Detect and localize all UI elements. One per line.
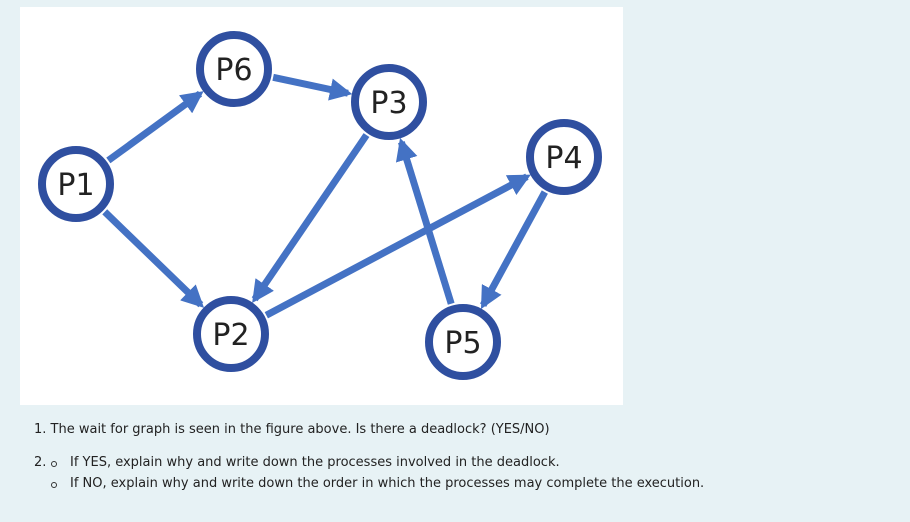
node-circle (425, 304, 501, 380)
node-p1: P1 (38, 146, 114, 222)
edge-p6-to-p3 (272, 73, 353, 101)
edge-p2-to-p4 (264, 173, 531, 319)
bullet-icon (51, 482, 57, 488)
question-2-number-text: 2. (34, 455, 47, 470)
node-p5: P5 (425, 304, 501, 380)
node-circle (526, 119, 602, 195)
edge-p3-to-p2 (251, 133, 370, 303)
node-circle (38, 146, 114, 222)
node-label: P4 (545, 141, 582, 176)
node-label: P1 (57, 168, 94, 203)
node-p3: P3 (351, 64, 427, 140)
bullet-icon (51, 461, 57, 467)
node-label: P3 (370, 86, 407, 121)
question-2-no-text: If NO, explain why and write down the or… (70, 476, 705, 491)
edge-p1-to-p2 (102, 209, 205, 308)
question-2-number: 2. (34, 455, 46, 470)
node-circle (196, 31, 272, 107)
edge-p4-to-p5 (480, 190, 548, 310)
question-2-no-option: If NO, explain why and write down the or… (51, 476, 705, 491)
node-p4: P4 (526, 119, 602, 195)
question-2-yes-option: If YES, explain why and write down the p… (51, 455, 560, 470)
node-circle (193, 296, 269, 372)
node-label: P2 (212, 318, 249, 353)
question-1: 1. The wait for graph is seen in the fig… (34, 422, 550, 437)
node-label: P5 (444, 326, 481, 361)
question-2-yes-text: If YES, explain why and write down the p… (70, 455, 560, 470)
edge-p5-to-p3 (395, 137, 455, 305)
edge-p1-to-p6 (106, 90, 204, 164)
node-label: P6 (215, 53, 252, 88)
node-circle (351, 64, 427, 140)
node-p2: P2 (193, 296, 269, 372)
node-p6: P6 (196, 31, 272, 107)
